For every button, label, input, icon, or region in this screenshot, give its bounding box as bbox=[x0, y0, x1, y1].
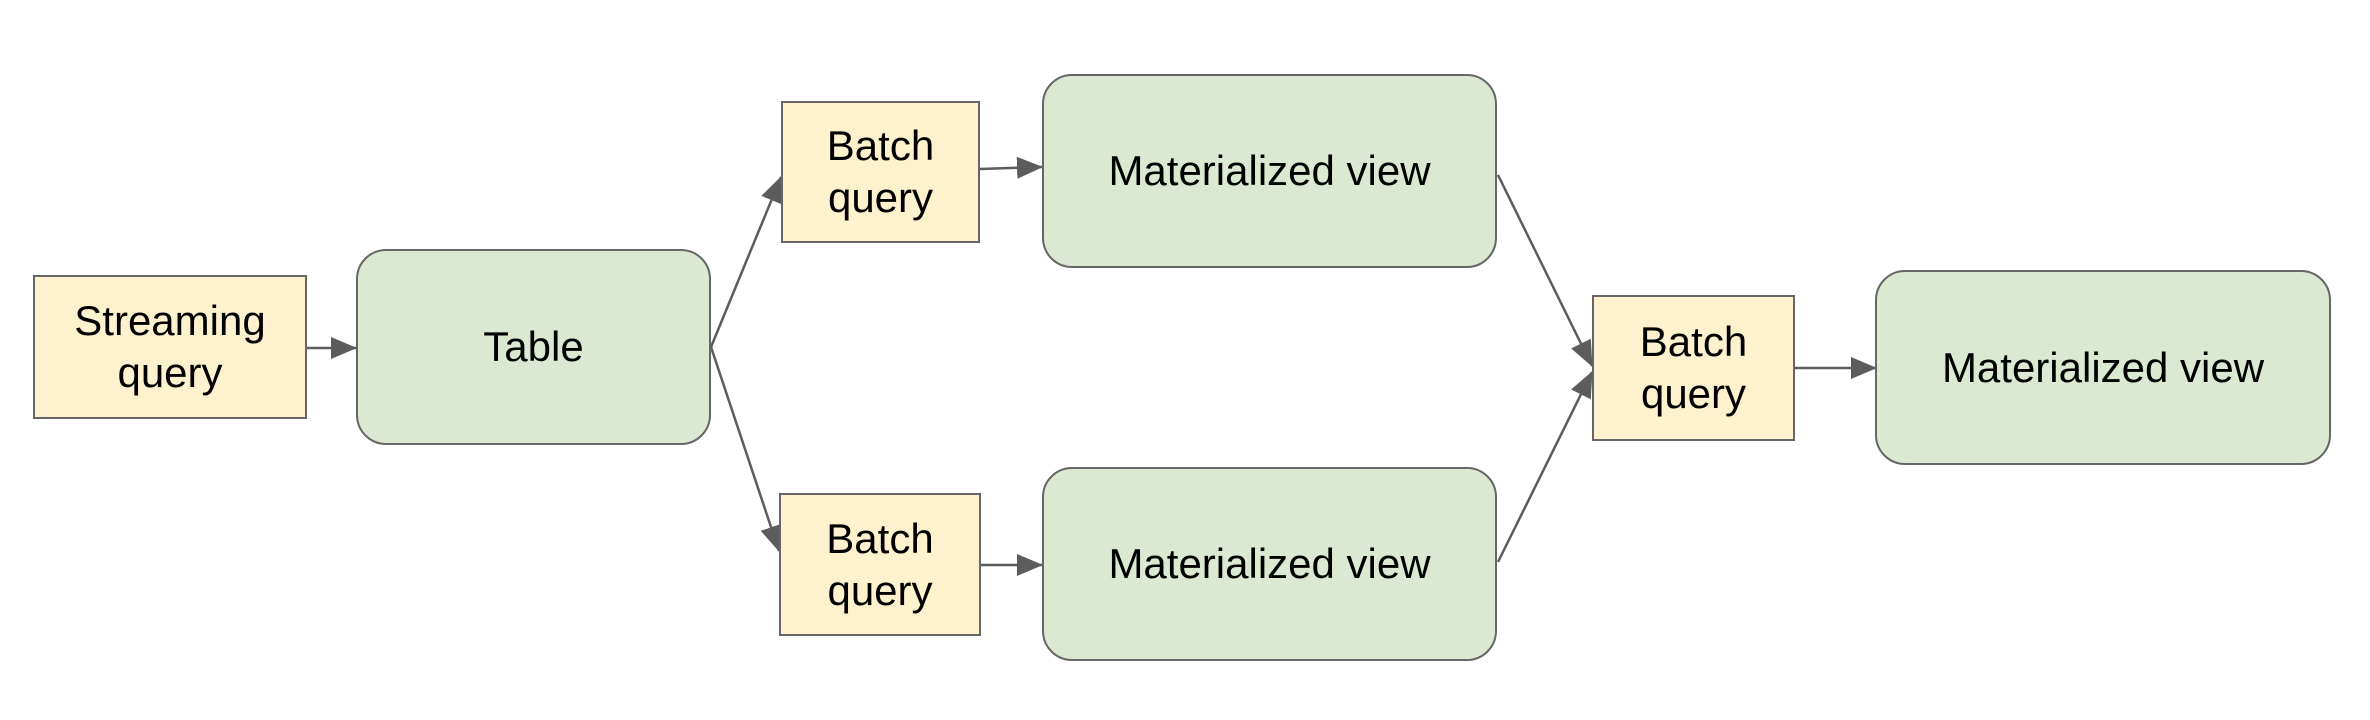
node-streaming-query-label: Streaming query bbox=[74, 297, 266, 396]
arrow-mv-top-to-batch-right bbox=[1496, 174, 1594, 367]
node-batch-query-bottom: Batch query bbox=[779, 493, 981, 636]
node-batch-query-bottom-label: Batch query bbox=[826, 514, 934, 614]
arrow-mv-bottom-to-batch-right bbox=[1496, 371, 1594, 563]
node-batch-query-right: Batch query bbox=[1592, 295, 1795, 441]
node-table: Table bbox=[356, 249, 711, 445]
node-materialized-view-bottom: Materialized view bbox=[1042, 467, 1497, 661]
node-batch-query-right-label: Batch query bbox=[1639, 318, 1748, 417]
node-table-label: Table bbox=[483, 323, 584, 370]
node-streaming-query: Streaming query bbox=[33, 275, 307, 419]
node-materialized-view-top-label: Materialized view bbox=[1108, 147, 1431, 194]
node-materialized-view-top: Materialized view bbox=[1042, 74, 1497, 268]
node-materialized-view-right: Materialized view bbox=[1875, 270, 2331, 465]
arrow-table-to-batch-top bbox=[709, 176, 783, 348]
node-materialized-view-bottom-label: Materialized view bbox=[1108, 540, 1431, 587]
arrow-table-to-batch-bottom bbox=[709, 346, 782, 552]
arrow-batch-top-to-mv-top bbox=[979, 156, 1043, 179]
node-batch-query-top-label: Batch query bbox=[826, 122, 935, 221]
node-materialized-view-right-label: Materialized view bbox=[1941, 343, 2265, 391]
node-batch-query-top: Batch query bbox=[781, 101, 980, 243]
